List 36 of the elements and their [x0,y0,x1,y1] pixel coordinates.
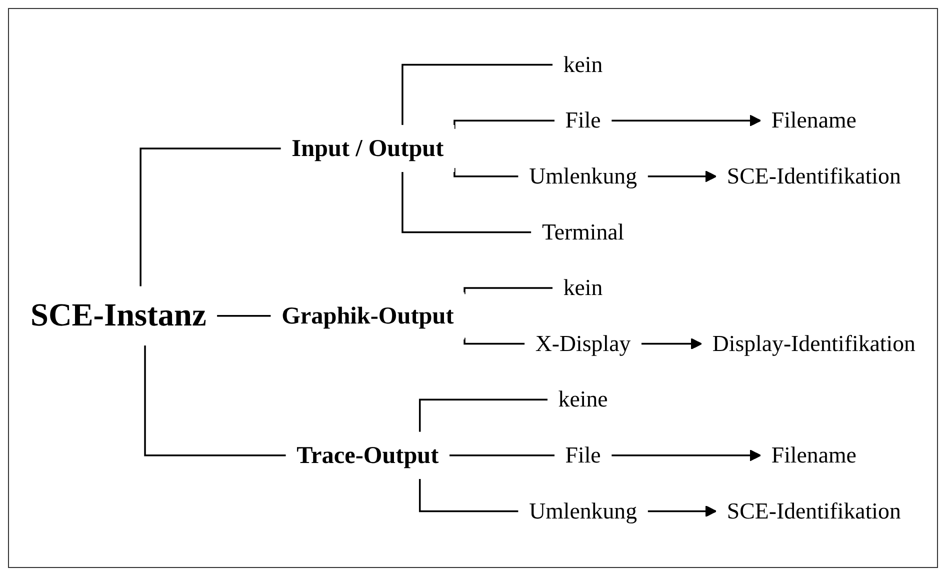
connector [402,64,553,125]
node-text: Umlenkung [529,498,638,524]
node-text: X-Display [535,330,631,356]
node-text: Filename [771,442,856,468]
node-text: SCE-Identifikation [726,498,901,524]
connector [454,120,554,129]
connector [464,338,525,345]
arrow [646,170,717,182]
arrow [610,450,762,462]
node-text: File [565,442,601,468]
node-text: Umlenkung [529,163,638,189]
node-text: File [565,107,601,134]
connector [144,345,286,456]
connector [418,478,518,512]
diagram-frame: SCE-Instanz Input / Output kein File Filename Umlenkung SCE-Identifikation Terminal Graphik-Output kein X-Display Display-Identifikation Trace-Output keine File Filename Umlenkung SCE-Identifikation [8,8,938,568]
arrow [640,338,702,350]
connector [418,398,548,432]
node-text: Display-Identifikation [712,330,916,356]
node-text: SCE-Identifikation [726,163,901,189]
node-text: SCE-Instanz [30,298,206,334]
node-text: Terminal [542,219,624,245]
node-text: keine [558,386,608,412]
connector [454,168,518,178]
connector [216,315,271,317]
connector [402,172,532,234]
arrow [646,505,717,518]
connector [140,148,281,286]
node-text: Input / Output [292,134,444,162]
node-text: kein [563,274,603,300]
node-text: Filename [771,107,856,134]
node-text: kein [563,52,603,78]
connector [448,454,554,456]
arrow [610,114,762,126]
node-text: Graphik-Output [282,302,454,329]
node-text: Trace-Output [296,441,439,468]
connector [464,287,553,294]
